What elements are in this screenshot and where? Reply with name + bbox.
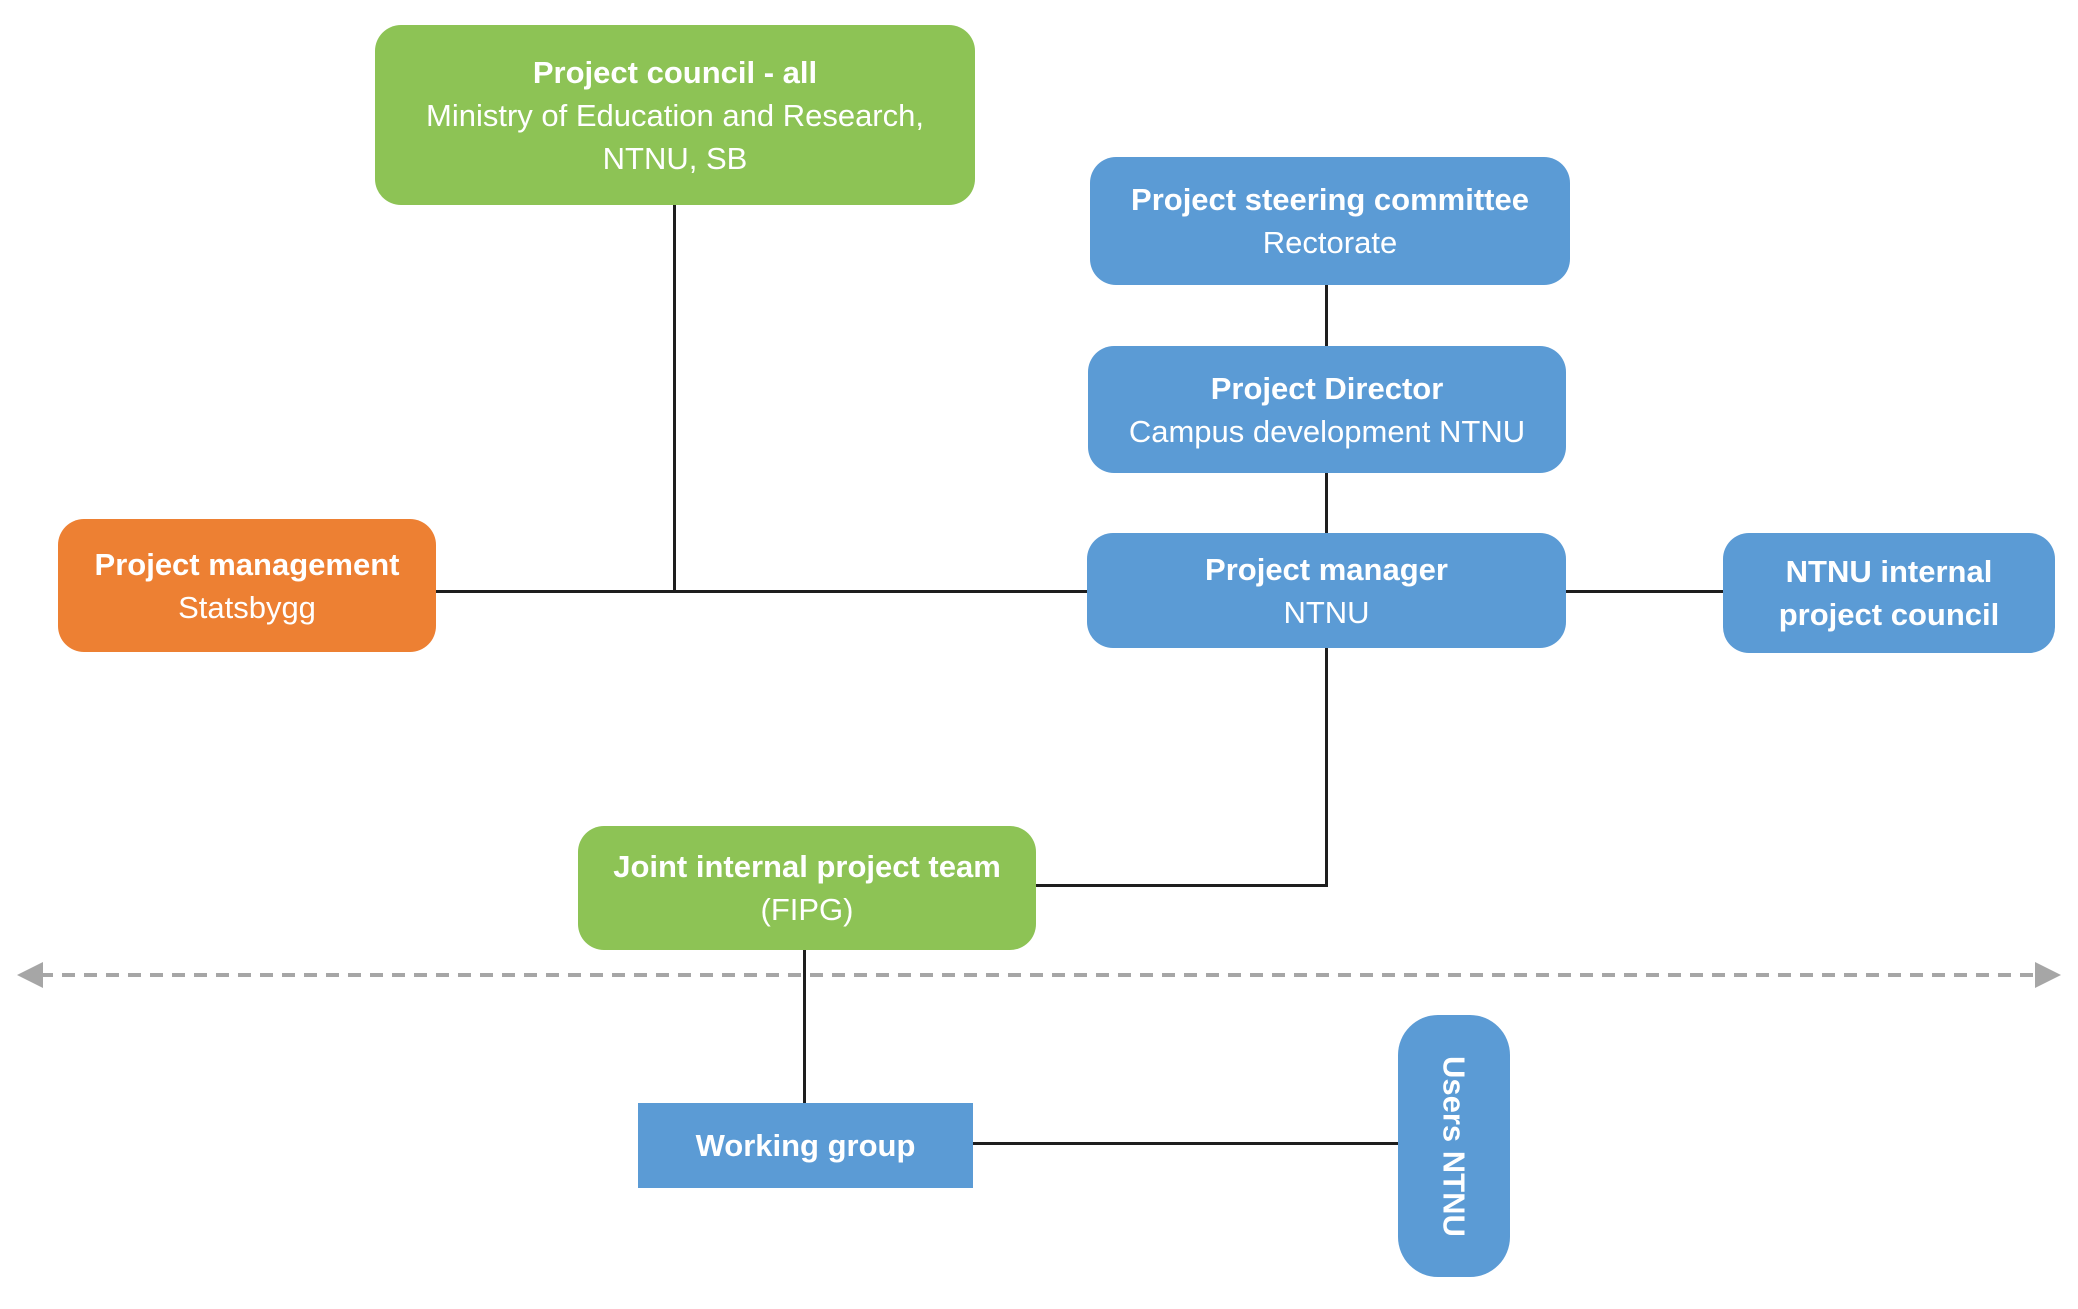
connector-joint-team-to-working-group [803,950,806,1103]
connector-manager-to-internal-council [1566,590,1723,593]
node-project-manager-title: Project manager [1205,551,1448,587]
node-project-council-line3: NTNU, SB [602,140,748,176]
node-project-director-title: Project Director [1210,370,1444,406]
connector-council-to-mainline [673,205,676,592]
connector-working-group-to-users [973,1142,1398,1145]
node-joint-internal-project-team: Joint internal project team (FIPG) [578,826,1036,950]
connector-management-to-manager [436,590,1087,593]
connector-manager-down [1325,648,1328,887]
node-joint-team-subtitle: (FIPG) [760,892,854,927]
connector-elbow-to-joint-team [1036,884,1328,887]
node-steering-committee-subtitle: Rectorate [1262,225,1398,260]
divider-arrow-right-icon [2035,962,2061,988]
node-steering-committee-title: Project steering committee [1131,182,1529,217]
divider-arrow-left-icon [17,962,43,988]
node-project-council: Project council - all Ministry of Educat… [375,25,975,205]
node-users-ntnu: Users NTNU [1398,1015,1510,1277]
node-project-manager: Project manager NTNU [1087,533,1566,648]
node-project-council-title: Project council - all [532,54,818,90]
connector-director-to-manager [1325,473,1328,533]
dashed-divider-line [40,973,2038,977]
node-ntnu-internal-project-council: NTNU internal project council [1723,533,2055,653]
node-users-ntnu-title: Users NTNU [1436,1055,1472,1237]
node-project-manager-subtitle: NTNU [1283,594,1370,630]
node-steering-committee: Project steering committee Rectorate [1090,157,1570,285]
node-project-management: Project management Statsbygg [58,519,436,652]
node-project-management-subtitle: Statsbygg [178,589,316,625]
node-project-management-title: Project management [94,546,400,582]
node-ntnu-internal-line2: project council [1778,597,2000,632]
node-joint-team-title: Joint internal project team [613,849,1001,884]
node-project-director-subtitle: Campus development NTNU [1128,413,1526,449]
node-project-director: Project Director Campus development NTNU [1088,346,1566,473]
node-project-council-line2: Ministry of Education and Research, [426,97,924,133]
node-working-group-title: Working group [695,1128,916,1163]
connector-steering-to-director [1325,285,1328,346]
node-ntnu-internal-line1: NTNU internal [1785,554,1993,589]
node-working-group: Working group [638,1103,973,1188]
